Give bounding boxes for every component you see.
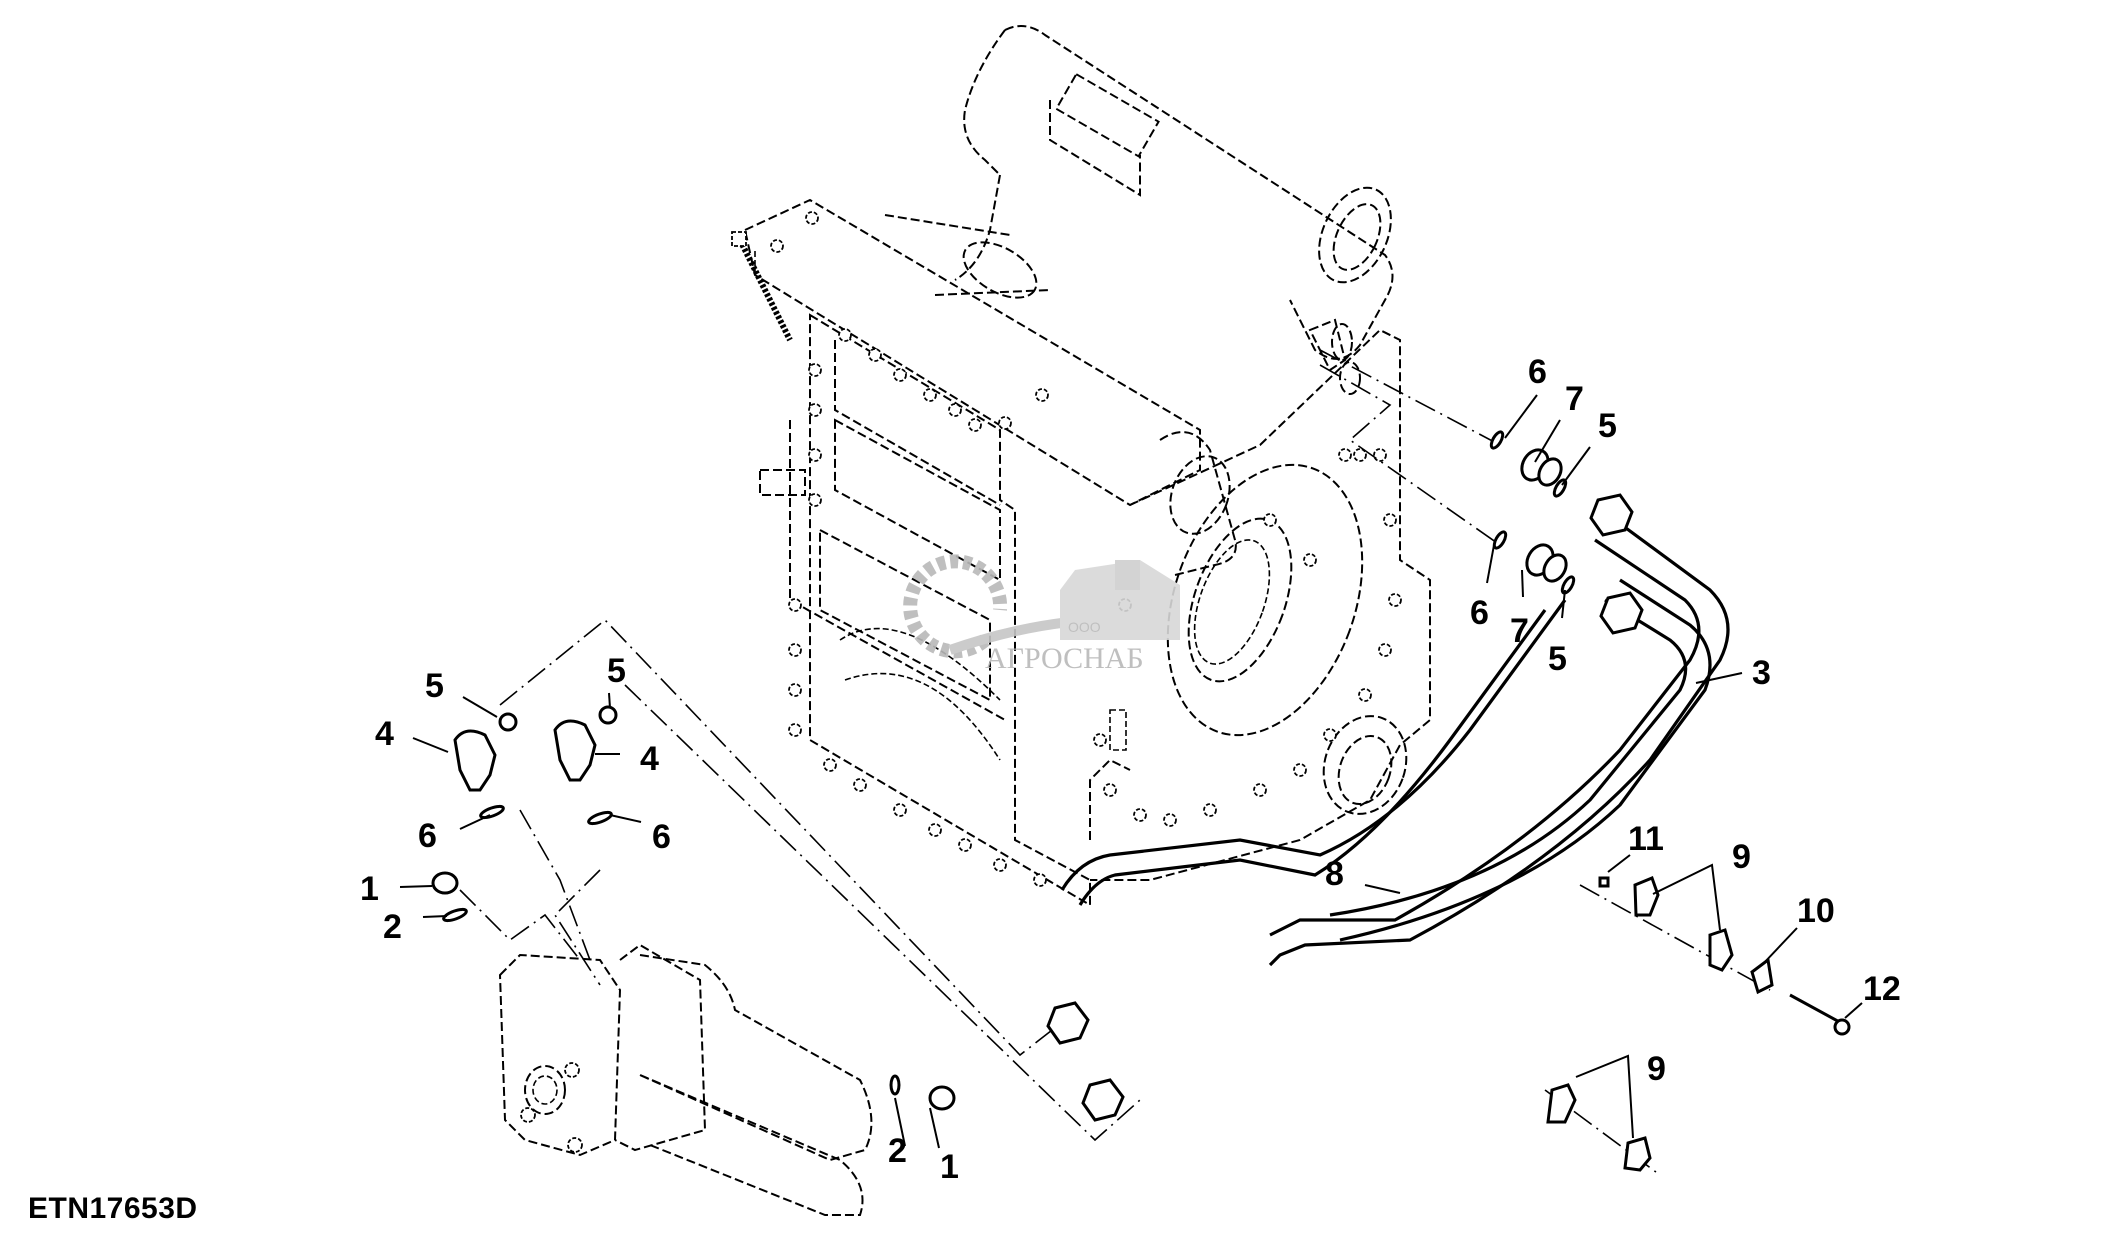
callout-5: 5 (425, 667, 444, 705)
callout-9: 9 (1647, 1050, 1666, 1088)
callout-4: 4 (640, 740, 659, 778)
pipe-3 (1268, 518, 1730, 967)
fittings-left (431, 705, 956, 1111)
callout-6: 6 (1470, 594, 1489, 632)
oil-filter-assembly (498, 943, 873, 1216)
callout-6: 6 (1528, 353, 1547, 391)
callout-7: 7 (1510, 612, 1529, 650)
bolt-holes-left (788, 328, 1047, 887)
callout-1: 1 (940, 1148, 959, 1186)
callout-5: 5 (1548, 640, 1567, 678)
clamp-hardware (1546, 876, 1851, 1172)
callout-6: 6 (652, 818, 671, 856)
watermark-name: АГРОСНАБ (985, 642, 1144, 675)
transmission-housing (731, 25, 1431, 907)
callout-3: 3 (1752, 654, 1771, 692)
callout-5: 5 (607, 652, 626, 690)
watermark-prefix: ООО (1068, 619, 1101, 635)
callout-11: 11 (1628, 820, 1664, 858)
callout-5: 5 (1598, 407, 1617, 445)
fittings-upper-right (1489, 430, 1576, 595)
callout-4: 4 (375, 715, 394, 753)
callouts: 6 7 5 6 7 5 3 8 5 4 5 4 6 6 1 2 2 1 11 9… (360, 353, 1901, 1186)
leader-lines (399, 394, 1863, 1149)
callout-10: 10 (1797, 892, 1835, 930)
callout-6: 6 (418, 817, 437, 855)
callout-1: 1 (360, 870, 379, 908)
callout-7: 7 (1565, 380, 1584, 418)
callout-2: 2 (888, 1132, 907, 1170)
callout-2: 2 (383, 908, 402, 946)
figure-id: ETN17653D (28, 1192, 198, 1225)
watermark: ООО АГРОСНАБ (903, 554, 1180, 675)
callout-9: 9 (1732, 838, 1751, 876)
callout-8: 8 (1325, 855, 1344, 893)
pipe-8 (1060, 578, 1712, 942)
tube-nuts (1046, 493, 1644, 1122)
callout-12: 12 (1863, 970, 1901, 1008)
bolt-holes-right (1093, 448, 1402, 827)
